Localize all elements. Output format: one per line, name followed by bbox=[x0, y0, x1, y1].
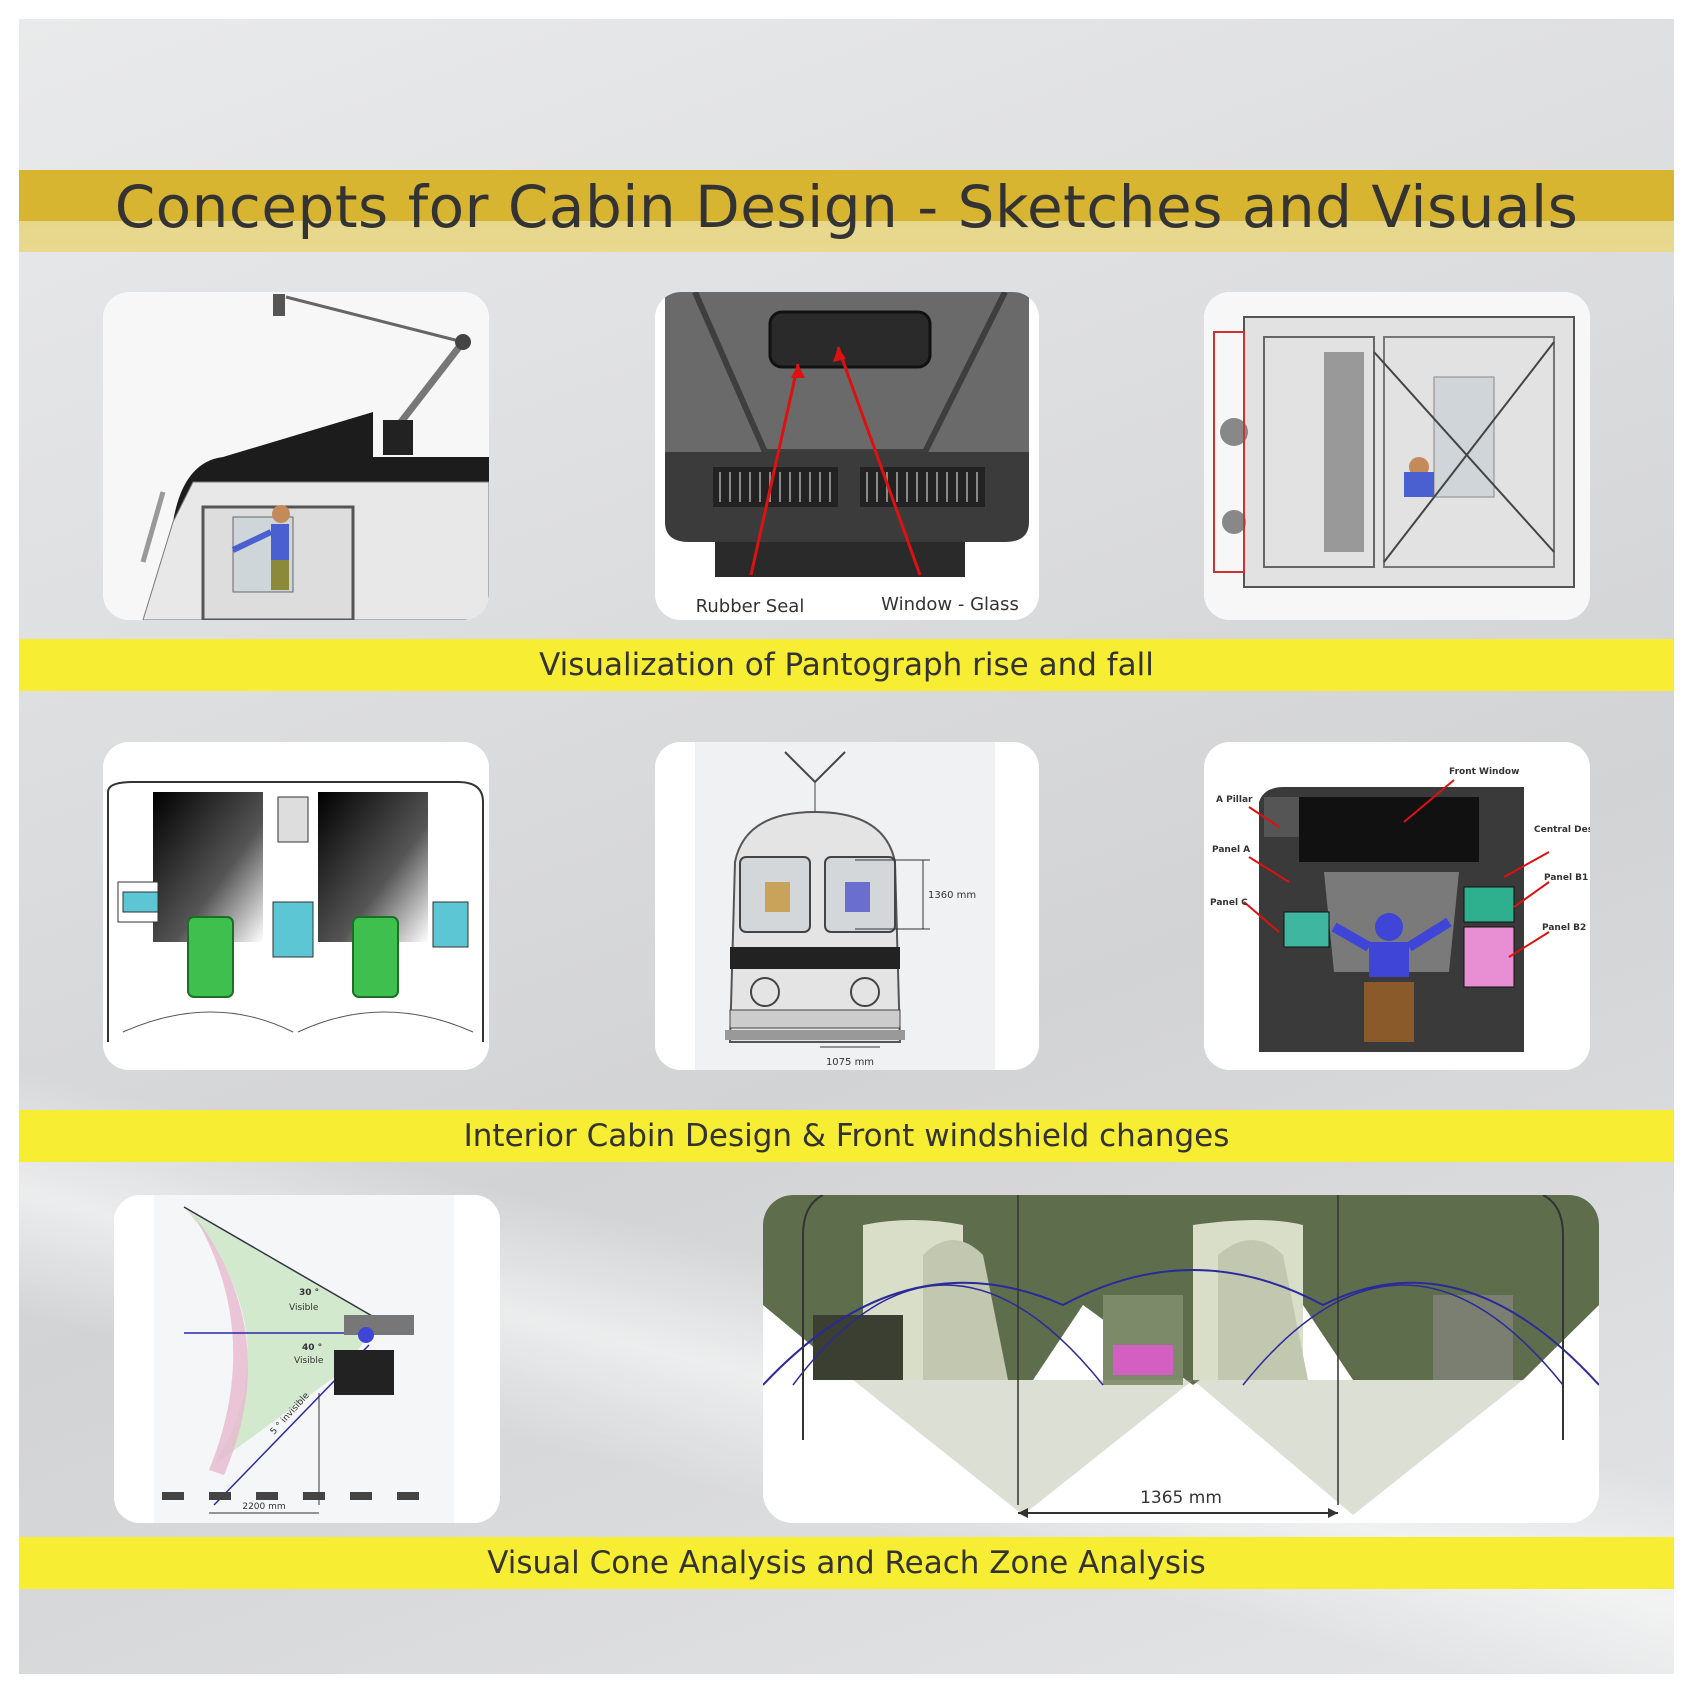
dim-width: 1075 mm bbox=[826, 1057, 874, 1068]
label-window-glass: Window - Glass bbox=[881, 594, 1019, 615]
dim-2200: 2200 mm bbox=[242, 1502, 285, 1512]
label-a-pillar: A Pillar bbox=[1216, 795, 1253, 805]
front-view-image: 1360 mm 1075 mm bbox=[655, 742, 1039, 1070]
caption-section-2: Interior Cabin Design & Front windshield… bbox=[19, 1110, 1674, 1162]
label-panel-b1: Panel B1 bbox=[1544, 873, 1588, 883]
cabin-top-image bbox=[1204, 292, 1590, 620]
label-front-window: Front Window bbox=[1449, 767, 1519, 777]
page-title: Concepts for Cabin Design - Sketches and… bbox=[114, 173, 1579, 241]
visual-cone-image: 30 ° Visible 40 ° Visible 5 ° invisible … bbox=[114, 1195, 500, 1523]
label-central-desk: Central Desk bbox=[1534, 825, 1590, 835]
poster: Concepts for Cabin Design - Sketches and… bbox=[19, 19, 1674, 1674]
window-front-image: Rubber Seal Window - Glass bbox=[655, 292, 1039, 620]
reach-zone-image: 1365 mm bbox=[763, 1195, 1599, 1523]
caption-section-3: Visual Cone Analysis and Reach Zone Anal… bbox=[19, 1537, 1674, 1589]
desk-panels-image: Front Window A Pillar Panel A Panel C Ce… bbox=[1204, 742, 1590, 1070]
caption-section-1: Visualization of Pantograph rise and fal… bbox=[19, 639, 1674, 691]
dim-1365: 1365 mm bbox=[1140, 1488, 1222, 1508]
pantograph-side-image bbox=[103, 292, 489, 620]
title-bar bbox=[19, 170, 1674, 252]
label-visible-30: Visible bbox=[289, 1303, 319, 1313]
dim-height: 1360 mm bbox=[928, 890, 976, 901]
label-angle-30: 30 ° bbox=[299, 1288, 319, 1298]
label-visible-40: Visible bbox=[294, 1356, 324, 1366]
label-panel-b2: Panel B2 bbox=[1542, 923, 1586, 933]
label-angle-40: 40 ° bbox=[302, 1343, 322, 1353]
label-panel-a: Panel A bbox=[1212, 845, 1250, 855]
label-panel-c: Panel C bbox=[1210, 898, 1248, 908]
label-rubber-seal: Rubber Seal bbox=[696, 596, 805, 617]
interior-layout-image bbox=[103, 742, 489, 1070]
